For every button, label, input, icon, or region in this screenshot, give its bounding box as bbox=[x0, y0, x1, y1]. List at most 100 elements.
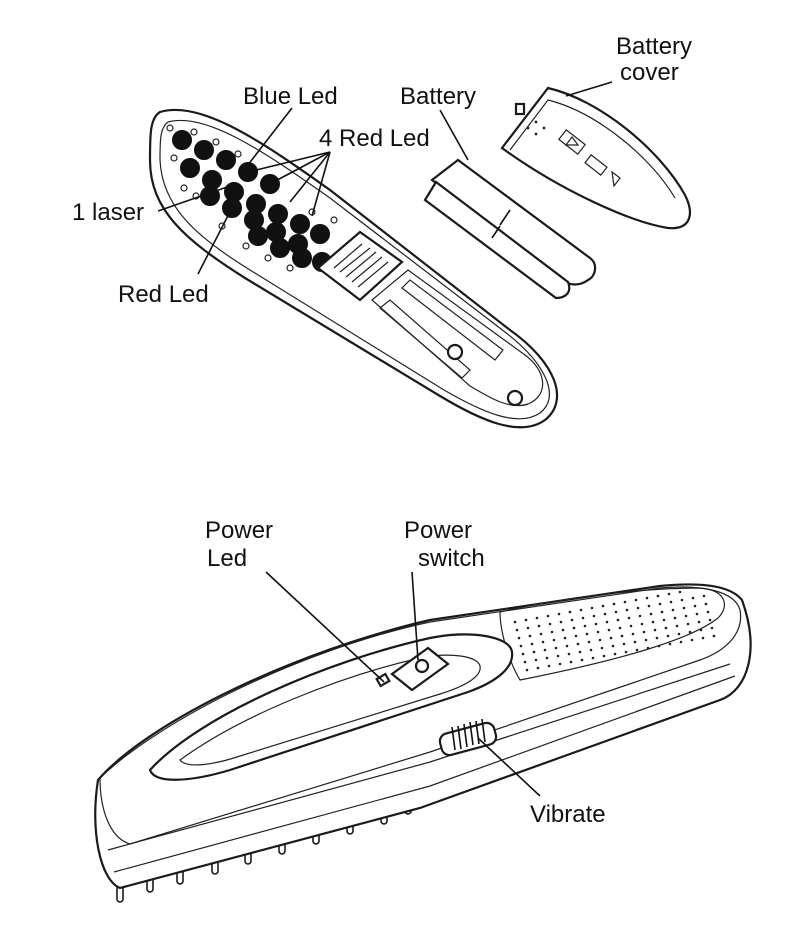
vent-hole bbox=[547, 664, 551, 668]
comb-pin bbox=[190, 128, 198, 136]
vent-hole bbox=[513, 620, 517, 624]
vent-hole bbox=[669, 600, 673, 604]
vent-hole bbox=[640, 622, 644, 626]
battery-cell bbox=[423, 180, 571, 300]
vent-hole bbox=[671, 608, 675, 612]
vent-hole bbox=[568, 610, 572, 614]
handle-inset bbox=[179, 654, 481, 766]
vibrate-knob bbox=[438, 718, 498, 757]
label-1-laser: 1 laser bbox=[72, 199, 144, 226]
label-power-led-line1: Power bbox=[205, 517, 273, 544]
vent-hole bbox=[535, 616, 539, 620]
vent-hole bbox=[631, 632, 635, 636]
vent-hole bbox=[616, 618, 620, 622]
vent-hole bbox=[633, 640, 637, 644]
label-4-red-led: 4 Red Led bbox=[319, 125, 430, 152]
vent-hole bbox=[521, 652, 525, 656]
vent-hole bbox=[699, 628, 703, 632]
vent-hole bbox=[550, 630, 554, 634]
vent-hole bbox=[530, 642, 534, 646]
vent-hole bbox=[603, 612, 607, 616]
vent-hole bbox=[636, 606, 640, 610]
vent-hole bbox=[605, 620, 609, 624]
vent-hole bbox=[660, 610, 664, 614]
vent-hole bbox=[528, 634, 532, 638]
vent-hole bbox=[537, 624, 541, 628]
vent-hole bbox=[613, 652, 617, 656]
vent-hole bbox=[559, 620, 563, 624]
vent-hole bbox=[625, 608, 629, 612]
vent-hole bbox=[712, 634, 716, 638]
vent-hole bbox=[565, 644, 569, 648]
vent-hole bbox=[708, 618, 712, 622]
vent-hole bbox=[601, 604, 605, 608]
vent-hole bbox=[591, 656, 595, 660]
vent-hole bbox=[653, 628, 657, 632]
vent-hole bbox=[656, 594, 660, 598]
comb-pin bbox=[330, 216, 338, 224]
vent-hole bbox=[677, 632, 681, 636]
led-array bbox=[166, 124, 338, 272]
vent-hole bbox=[517, 636, 521, 640]
brush-base-band bbox=[113, 675, 736, 873]
vent-hole bbox=[578, 650, 582, 654]
vent-hole bbox=[583, 624, 587, 628]
vent-hole bbox=[649, 612, 653, 616]
led-dot bbox=[270, 238, 290, 258]
vent-hole bbox=[627, 616, 631, 620]
vent-hole bbox=[666, 634, 670, 638]
vent-hole bbox=[532, 650, 536, 654]
vent-hole bbox=[545, 656, 549, 660]
power-switch-button bbox=[414, 658, 430, 674]
label-blue-led: Blue Led bbox=[243, 83, 338, 110]
vent-hole bbox=[546, 614, 550, 618]
label-vibrate: Vibrate bbox=[530, 801, 606, 828]
vent-hole bbox=[668, 642, 672, 646]
batteries bbox=[423, 158, 597, 300]
comb-pin bbox=[212, 138, 220, 146]
vent-hole bbox=[679, 640, 683, 644]
comb-pin bbox=[170, 154, 178, 162]
vent-hole bbox=[592, 614, 596, 618]
led-dot bbox=[290, 214, 310, 234]
vent-hole bbox=[515, 628, 519, 632]
vent-hole bbox=[691, 596, 695, 600]
vent-hole bbox=[702, 594, 706, 598]
vent-panel bbox=[499, 587, 726, 681]
led-dot bbox=[268, 204, 288, 224]
battery-joint bbox=[499, 209, 511, 226]
vent-hole bbox=[623, 600, 627, 604]
label-red-led: Red Led bbox=[118, 281, 209, 308]
vent-hole bbox=[686, 622, 690, 626]
comb-pin bbox=[264, 254, 272, 262]
label-battery: Battery bbox=[400, 83, 476, 110]
label-power-switch-line2: switch bbox=[418, 545, 485, 572]
brush-closed-body bbox=[94, 583, 752, 890]
vent-hole bbox=[710, 626, 714, 630]
vent-hole bbox=[561, 628, 565, 632]
vent-hole bbox=[589, 648, 593, 652]
vent-hole bbox=[567, 652, 571, 656]
vent-hole bbox=[587, 640, 591, 644]
vent-hole bbox=[525, 668, 529, 672]
vent-hole bbox=[585, 632, 589, 636]
vent-hole bbox=[572, 626, 576, 630]
vent-hole bbox=[620, 634, 624, 638]
vent-hole bbox=[612, 602, 616, 606]
comb-pin bbox=[242, 242, 250, 250]
led-dot bbox=[194, 140, 214, 160]
vent-hole bbox=[563, 636, 567, 640]
vent-hole bbox=[697, 620, 701, 624]
vent-hole bbox=[590, 606, 594, 610]
vent-hole bbox=[600, 646, 604, 650]
label-power-switch-line1: Power bbox=[404, 517, 472, 544]
brush-base-band bbox=[107, 663, 731, 851]
vent-hole bbox=[662, 618, 666, 622]
vent-hole bbox=[596, 630, 600, 634]
vent-hole bbox=[611, 644, 615, 648]
vent-hole bbox=[658, 602, 662, 606]
vent-hole bbox=[519, 644, 523, 648]
battery-slot-left bbox=[379, 299, 471, 379]
vent-hole bbox=[622, 642, 626, 646]
